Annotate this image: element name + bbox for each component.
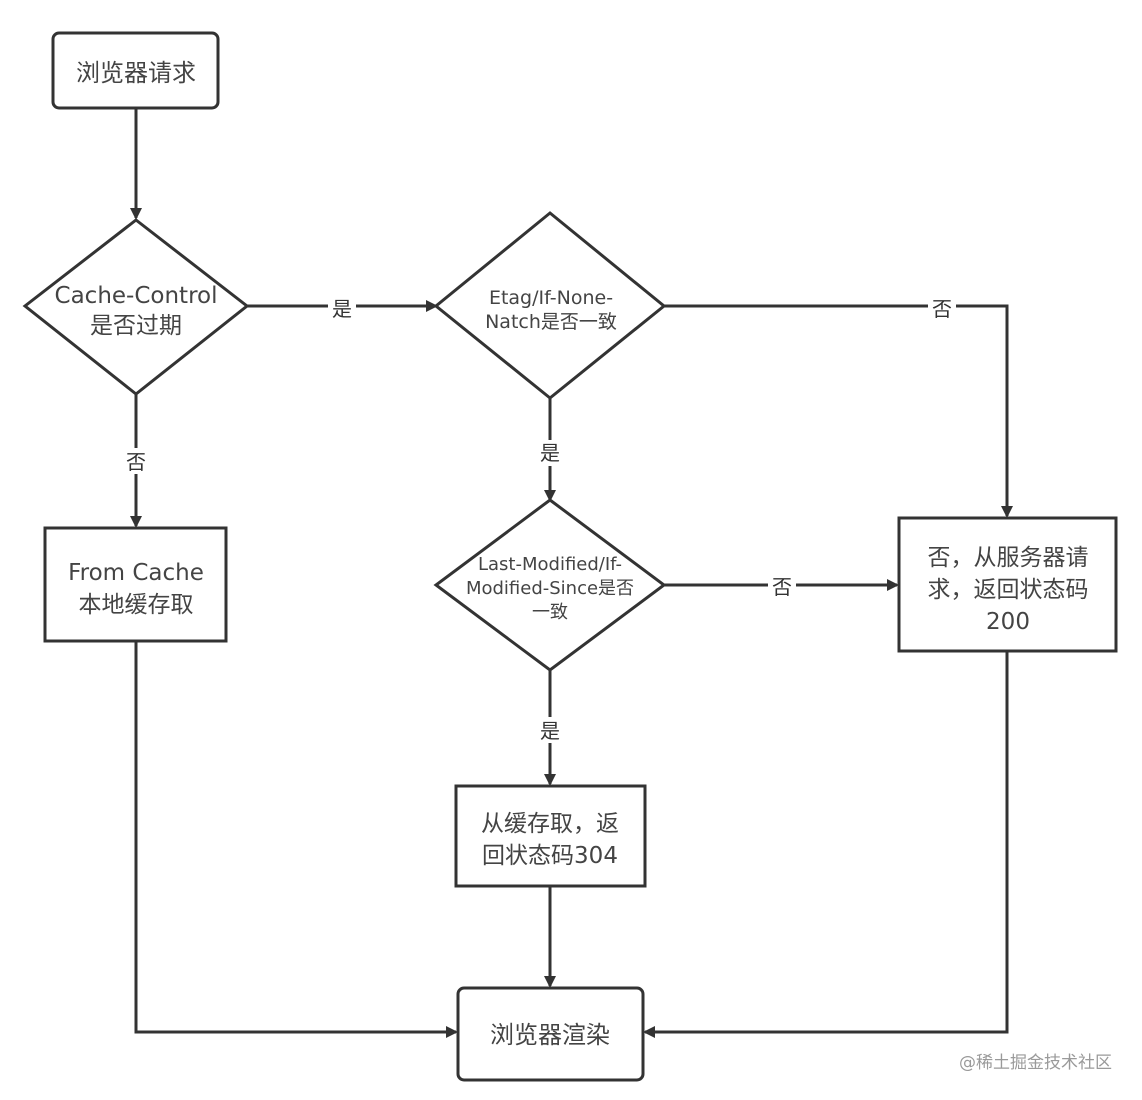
node-from-cache: From Cache 本地缓存取 [43,526,228,643]
edge-etag-to-server [664,304,1013,518]
edge-label-no-3: 否 [772,575,792,599]
node-etag-line2: Natch是否一致 [485,311,617,333]
node-etag-line1: Etag/If-None- [489,287,613,309]
edge-label-no-1: 否 [126,450,146,474]
node-etag-decision: Etag/If-None- Natch是否一致 [433,211,667,400]
node-browser-request: 浏览器请求 [51,31,220,110]
node-last-modified-line1: Last-Modified/If- [478,554,622,575]
node-from-cache-line2: 本地缓存取 [79,592,194,618]
node-cache-control-decision: Cache-Control 是否过期 [22,218,250,396]
node-cache-304: 从缓存取，返 回状态码304 [454,784,647,888]
edge-label-yes-3: 是 [540,719,560,743]
node-cache-control-line1: Cache-Control [55,283,218,309]
edge-label-no-2: 否 [932,297,952,321]
edge-label-yes-1: 是 [332,297,352,321]
node-last-modified-decision: Last-Modified/If- Modified-Since是否 一致 [433,498,667,672]
watermark-text: @稀土掘金技术社区 [959,1053,1112,1073]
edge-label-yes-2: 是 [540,441,560,465]
node-cache-304-line2: 回状态码304 [482,843,618,869]
node-browser-render: 浏览器渲染 [456,986,645,1082]
edge-server-to-render [643,651,1009,1038]
node-from-cache-line1: From Cache [68,560,204,586]
node-server-request-line3: 200 [986,609,1030,635]
edge-from-cache-to-render [134,641,458,1038]
node-cache-control-line2: 是否过期 [90,313,182,339]
node-browser-render-label: 浏览器渲染 [490,1021,610,1049]
node-server-request: 否，从服务器请 求，返回状态码 200 [897,516,1118,653]
node-server-request-line2: 求，返回状态码 [928,577,1089,603]
node-server-request-line1: 否，从服务器请 [928,545,1089,571]
node-cache-304-line1: 从缓存取，返 [481,811,619,837]
node-browser-request-label: 浏览器请求 [76,59,196,87]
node-last-modified-line2: Modified-Since是否 [466,578,634,599]
node-last-modified-line3: 一致 [532,602,568,623]
